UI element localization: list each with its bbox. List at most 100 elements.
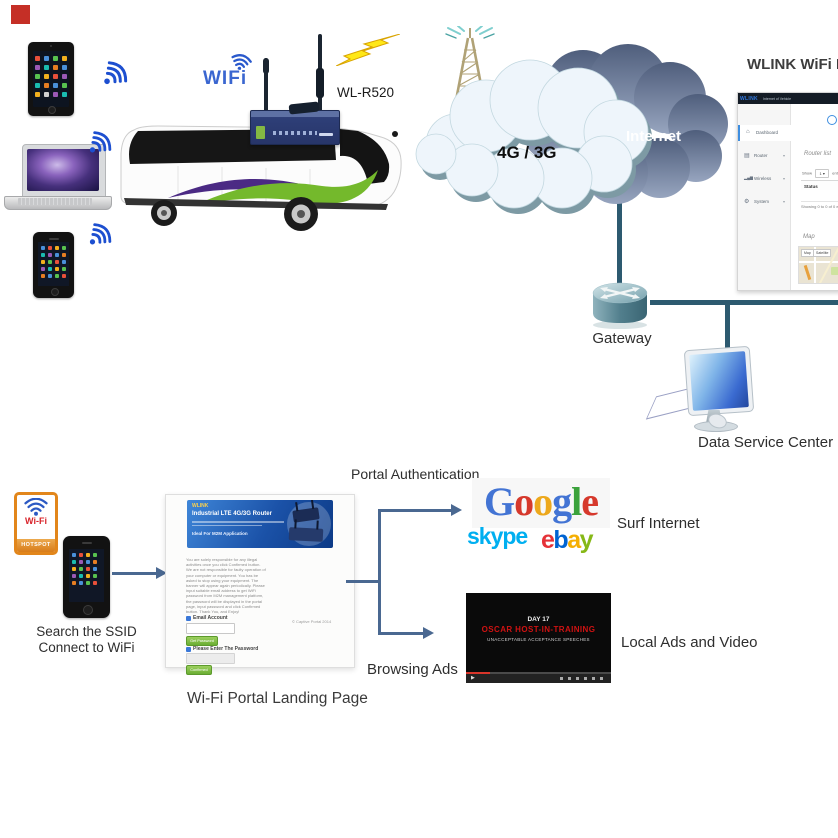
password-input[interactable] xyxy=(186,653,235,664)
video-control-bar[interactable]: ▶ xyxy=(466,672,611,683)
tablet-device xyxy=(28,42,74,116)
video-player[interactable]: DAY 17 OSCAR HOST-IN-TRAINING UNACCEPTAB… xyxy=(466,593,611,683)
ebay-letter: e xyxy=(541,526,555,554)
video-controls-icons[interactable] xyxy=(560,677,606,680)
lightning-bolt-icon xyxy=(336,34,400,66)
video-title-line3: UNACCEPTABLE ACCEPTANCE SPEECHES xyxy=(487,637,590,642)
lp-banner-subtitle: Ideal For M2M Application xyxy=(192,531,248,536)
sidebar-item-system[interactable]: ⚙ System ▾ xyxy=(738,194,790,210)
ebay-letter: a xyxy=(567,526,581,554)
arrow-right-icon xyxy=(423,627,434,639)
sidebar-item-dashboard[interactable]: ⌂ Dashboard xyxy=(738,125,792,141)
internet-label: Internet xyxy=(626,128,681,145)
satellite-button[interactable]: Satellite xyxy=(813,249,832,257)
lp-banner-title: Industrial LTE 4G/3G Router xyxy=(192,511,272,517)
smartphone-device xyxy=(63,536,110,618)
router-list-title: Router list xyxy=(804,151,832,157)
map-button[interactable]: Map xyxy=(801,249,814,257)
router-green-label xyxy=(256,126,265,139)
antenna-mount-icon xyxy=(288,101,320,115)
map-park xyxy=(831,267,838,275)
ebay-letter: y xyxy=(579,526,594,554)
sidebar-item-label: System xyxy=(754,199,770,204)
galaxy-wallpaper xyxy=(27,149,99,191)
lp-copyright: © Captive Portal 2014 xyxy=(292,619,332,624)
panel-header: WLINK Internet of Vehicle xyxy=(738,93,838,104)
surf-internet-label: Surf Internet xyxy=(617,515,700,532)
video-progress-bar[interactable] xyxy=(466,672,611,674)
skype-logo: skype xyxy=(467,523,528,549)
google-letter: o xyxy=(514,479,534,524)
email-label: Email Account xyxy=(193,615,228,621)
wifi-hotspot-icon xyxy=(24,498,48,516)
google-letter: G xyxy=(483,479,515,524)
show-label: Show xyxy=(802,170,813,176)
monitor-screen xyxy=(689,351,749,411)
router-icon: ▤ xyxy=(744,153,750,159)
map-title: Map xyxy=(803,234,815,240)
sidebar-item-wireless[interactable]: ▂▄▆ Wireless ▾ xyxy=(738,171,790,187)
video-title-line2: OSCAR HOST-IN-TRAINING xyxy=(481,625,596,634)
password-icon xyxy=(186,647,191,652)
local-ads-label: Local Ads and Video xyxy=(621,634,758,651)
banner-text-bar xyxy=(192,521,284,523)
chevron-down-icon: ▾ xyxy=(782,199,785,204)
entries-select[interactable]: 1 ▾ xyxy=(815,169,830,178)
get-password-button[interactable]: Get Password xyxy=(186,636,218,646)
4g3g-label: 4G / 3G xyxy=(497,143,557,162)
email-icon xyxy=(186,616,191,621)
map-road xyxy=(799,261,838,263)
google-letter: e xyxy=(581,479,599,524)
admin-panel: WLINK Internet of Vehicle ⌂ Dashboard ▤ … xyxy=(737,92,838,291)
connector-gateway-right xyxy=(650,300,838,305)
google-letter: o xyxy=(533,479,553,524)
play-button[interactable]: ▶ xyxy=(471,675,475,681)
connect-wifi-line2: Connect to WiFi xyxy=(38,640,135,655)
data-center-computer xyxy=(645,345,760,448)
app-grid-icon xyxy=(41,246,45,250)
email-input[interactable] xyxy=(186,623,235,634)
wifi-signal-icon xyxy=(89,223,112,245)
arrow-connect-line xyxy=(112,572,156,575)
refresh-icon[interactable] xyxy=(827,115,837,125)
search-ssid-caption: Search the SSID Connect to WiFi xyxy=(24,624,149,656)
speaker-icon xyxy=(48,238,59,240)
home-button-icon xyxy=(82,605,93,615)
sidebar-item-router[interactable]: ▤ Router ▾ xyxy=(738,148,790,164)
smartphone-device xyxy=(33,232,74,298)
connector-vertical-line xyxy=(378,510,381,632)
signal-bars-icon: ▂▄▆ xyxy=(744,175,753,180)
wifi-signal-icon xyxy=(89,131,112,153)
lp-terms-text: You are solely responsible for any illeg… xyxy=(186,557,266,615)
connector-bottom-line xyxy=(378,632,424,635)
speaker-icon xyxy=(81,542,92,544)
wl-r520-router xyxy=(250,101,340,145)
chevron-down-icon: ▾ xyxy=(782,176,785,181)
lp-banner: WLINK Industrial LTE 4G/3G Router Ideal … xyxy=(187,500,333,548)
google-logo: Google xyxy=(472,478,610,528)
status-table-body xyxy=(801,190,838,202)
connector-top-line xyxy=(378,509,452,512)
router-brand-strip xyxy=(319,133,333,136)
wifi-fan-icon xyxy=(231,54,252,71)
wlink-logo-suffix: Internet of Vehicle xyxy=(763,97,792,101)
connector-split-line xyxy=(346,580,380,583)
sidebar-item-label: Wireless xyxy=(754,176,772,181)
red-marker xyxy=(11,5,30,24)
confirm-button[interactable]: Confirmed xyxy=(186,665,212,675)
wlink-logo: WLINK xyxy=(740,96,758,102)
smartphone-screen xyxy=(69,549,104,602)
banner-text-bar xyxy=(192,524,262,526)
hotspot-sign: Wi-Fi HOTSPOT xyxy=(14,492,58,555)
google-letter: g xyxy=(552,479,572,524)
panel-sidebar: ⌂ Dashboard ▤ Router ▾ ▂▄▆ Wireless ▾ ⚙ … xyxy=(738,104,792,290)
monitor-icon xyxy=(683,345,755,417)
gateway-icon xyxy=(592,282,648,329)
entries-label: ent xyxy=(832,170,838,176)
app-grid-icon xyxy=(35,56,40,61)
laptop-device xyxy=(4,144,112,210)
search-ssid-line1: Search the SSID xyxy=(36,624,137,639)
map-preview[interactable]: Map Satellite xyxy=(798,246,838,284)
bus-illustration xyxy=(120,125,402,231)
